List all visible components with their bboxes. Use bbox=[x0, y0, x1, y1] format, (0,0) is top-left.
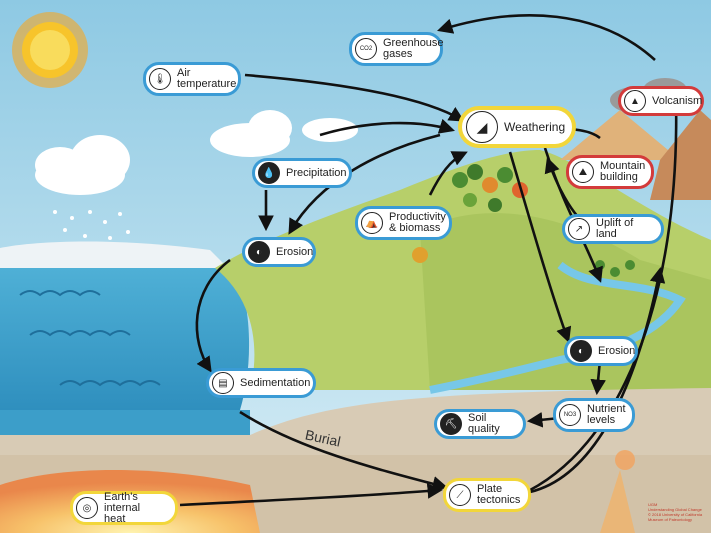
plates-icon: ⟋ bbox=[449, 484, 471, 506]
core-icon: ◎ bbox=[76, 497, 98, 519]
uplift-of-land-node: ↗ Uplift of land bbox=[562, 214, 664, 244]
credit-text: UGM Understanding Global Change © 2018 U… bbox=[648, 502, 703, 522]
erosion-icon: ◐ bbox=[570, 340, 592, 362]
plant-icon: ⛺ bbox=[361, 212, 383, 234]
volcanism-node: ▲ Volcanism bbox=[618, 86, 704, 116]
productivity-biomass-label: Productivity & biomass bbox=[389, 211, 446, 234]
uplift-of-land-label: Uplift of land bbox=[596, 217, 634, 240]
erosion-right-node: ◐ Erosion bbox=[564, 336, 638, 366]
weathering-label: Weathering bbox=[504, 119, 566, 134]
no3-icon-label: NO3 bbox=[563, 411, 577, 418]
precipitation-node: 💧 Precipitation bbox=[252, 158, 352, 188]
greenhouse-gases-node: CO2 Greenhouse gases bbox=[349, 32, 444, 66]
ocean bbox=[0, 268, 250, 410]
no3-icon: NO3 bbox=[559, 404, 581, 426]
mountain-icon: ⛰ bbox=[572, 161, 594, 183]
plate-tectonics-label: Plate tectonics bbox=[477, 483, 521, 506]
raindrops-icon: 💧 bbox=[258, 162, 280, 184]
air-temperature-label: Air temperature bbox=[177, 67, 237, 90]
uplift-icon: ↗ bbox=[568, 218, 590, 240]
erosion-right-label: Erosion bbox=[598, 344, 636, 357]
erosion-left-label: Erosion bbox=[276, 245, 314, 258]
erosion-icon: ◐ bbox=[248, 241, 270, 263]
shovel-icon: ⛏ bbox=[440, 413, 462, 435]
earths-internal-heat-label: Earth's internal heat bbox=[104, 490, 141, 525]
erosion-left-node: ◐ Erosion bbox=[242, 237, 316, 267]
mountain bbox=[560, 110, 680, 160]
soil-quality-node: ⛏ Soil quality bbox=[434, 409, 526, 439]
rock-icon: ◢ bbox=[466, 111, 498, 143]
sun-icon bbox=[12, 12, 88, 88]
river bbox=[429, 261, 686, 394]
sedimentation-label: Sedimentation bbox=[240, 376, 311, 389]
thermometer-icon: 🌡 bbox=[149, 68, 171, 90]
sediment-icon: ▤ bbox=[212, 372, 234, 394]
weathering-node: ◢ Weathering bbox=[458, 106, 576, 148]
sedimentation-node: ▤ Sedimentation bbox=[206, 368, 316, 398]
co2-icon: CO2 bbox=[355, 38, 377, 60]
deep-ocean bbox=[0, 410, 250, 435]
mountain-building-node: ⛰ Mountain building bbox=[566, 155, 654, 189]
productivity-biomass-node: ⛺ Productivity & biomass bbox=[355, 206, 452, 240]
trees bbox=[412, 164, 635, 277]
precipitation-label: Precipitation bbox=[286, 166, 347, 179]
soil-quality-label: Soil quality bbox=[468, 412, 500, 435]
snowfall bbox=[53, 210, 130, 240]
nutrient-levels-node: NO3 Nutrient levels bbox=[553, 398, 635, 432]
volcanism-label: Volcanism bbox=[652, 94, 703, 107]
waves bbox=[19, 290, 161, 387]
nutrient-levels-label: Nutrient levels bbox=[587, 403, 626, 426]
mountain-building-label: Mountain building bbox=[600, 160, 646, 183]
clouds bbox=[35, 110, 358, 195]
air-temperature-node: 🌡 Air temperature bbox=[143, 62, 241, 96]
volcano-icon: ▲ bbox=[624, 90, 646, 112]
plate-tectonics-node: ⟋ Plate tectonics bbox=[443, 478, 531, 512]
earths-internal-heat-node: ◎ Earth's internal heat bbox=[70, 491, 178, 525]
ice-shelf bbox=[0, 241, 230, 270]
co2-icon-label: CO2 bbox=[359, 45, 373, 52]
greenhouse-gases-label: Greenhouse gases bbox=[383, 37, 444, 60]
